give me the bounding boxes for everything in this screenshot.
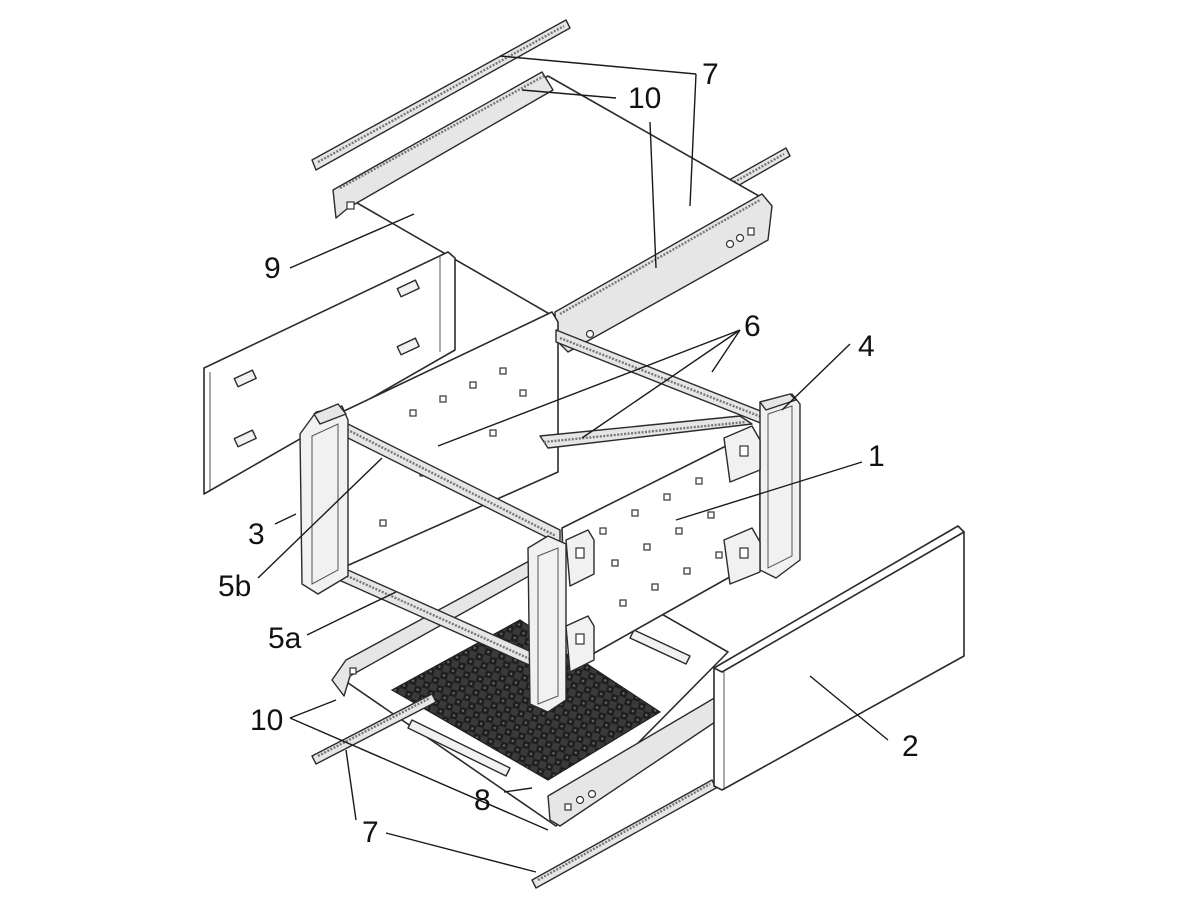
leader-10-bottom-b — [289, 717, 549, 831]
leader-10-top-b — [649, 121, 657, 269]
leader-8 — [503, 787, 533, 793]
leader-7-top-b — [689, 73, 697, 207]
callout-4: 4 — [858, 330, 875, 363]
leader-7-bottom-b — [345, 749, 357, 821]
leader-7-bottom-a — [385, 832, 537, 873]
top-cover-assembly — [311, 19, 791, 353]
leader-10-bottom-a — [289, 699, 337, 719]
latch-lower — [723, 527, 761, 585]
rail-7-bottom-right — [531, 779, 717, 889]
leader-3 — [274, 513, 297, 525]
leader-6a — [437, 329, 741, 447]
front-panel-2 — [713, 525, 965, 791]
callout-1: 1 — [868, 440, 885, 473]
leader-2 — [809, 675, 889, 741]
main-frame — [299, 311, 801, 713]
callout-7-top: 7 — [702, 58, 719, 91]
rail-7-top-left — [311, 19, 571, 171]
frame-end-front-handle — [527, 535, 567, 713]
frame-end-4 — [759, 393, 801, 579]
callout-6: 6 — [744, 310, 761, 343]
callout-labels: 1 2 3 4 5a 5b 6 7 7 8 9 10 10 — [218, 58, 919, 849]
side-panel-left — [203, 251, 456, 495]
rail-6-lower — [539, 415, 753, 449]
profile-10-top-left — [332, 71, 554, 219]
leader-10-top-a — [521, 89, 617, 99]
profile-10-bottom-front — [547, 689, 731, 827]
latch-front-lower — [565, 615, 595, 673]
callout-8: 8 — [474, 784, 491, 817]
leader-5b — [257, 457, 383, 579]
leader-1 — [675, 461, 863, 521]
latch-upper — [723, 425, 761, 483]
panel-clip — [396, 337, 420, 356]
rail-6-upper — [555, 329, 769, 427]
leader-lines — [257, 55, 889, 873]
leader-6b — [581, 329, 741, 439]
panel-clip — [233, 369, 257, 388]
leader-7-top-a — [499, 55, 697, 75]
leader-5a — [306, 591, 397, 636]
callout-9: 9 — [264, 252, 281, 285]
callout-5b: 5b — [218, 570, 251, 603]
latch-front-upper — [565, 529, 595, 587]
callout-3: 3 — [248, 518, 265, 551]
ventilation-mesh — [390, 619, 662, 781]
panel-clip — [233, 429, 257, 448]
callout-10-bottom: 10 — [250, 704, 283, 737]
leader-6c — [711, 329, 741, 373]
card-guide — [407, 629, 691, 777]
callout-10-top: 10 — [628, 82, 661, 115]
leader-4 — [781, 343, 851, 411]
rail-7-bottom-left — [311, 693, 437, 765]
wall-perforations — [379, 367, 723, 607]
callout-2: 2 — [902, 730, 919, 763]
frame-end-3 — [299, 403, 349, 595]
callout-7-bottom: 7 — [362, 816, 379, 849]
callout-5a: 5a — [268, 622, 302, 655]
panel-clip — [396, 279, 420, 298]
leader-9 — [289, 213, 415, 269]
